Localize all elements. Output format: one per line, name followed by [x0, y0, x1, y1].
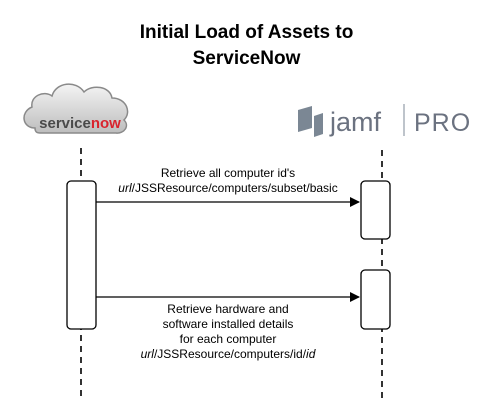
jamf-activation-1: [360, 180, 391, 240]
message-label-1: Retrieve all computer id's url/JSSResour…: [96, 166, 360, 196]
message-2-line-2: software installed details: [162, 317, 294, 331]
jamf-pro-text: PRO: [414, 109, 471, 137]
jamf-pro-logo: jamf PRO: [298, 104, 471, 137]
message-1-url-italic: url: [118, 181, 132, 195]
message-1-line-2: url/JSSResource/computers/subset/basic: [96, 181, 360, 196]
cloud-icon: [23, 83, 129, 134]
message-2-line-1: Retrieve hardware and: [167, 302, 289, 316]
servicenow-logo-service: service: [39, 115, 91, 132]
message-2-path: /JSSResource/computers/id/: [153, 347, 307, 361]
jamf-logo-text: jamf: [329, 107, 382, 137]
title-line-1: Initial Load of Assets to: [139, 22, 354, 43]
message-label-2: Retrieve hardware and software installed…: [96, 302, 360, 362]
servicenow-activation: [66, 180, 97, 330]
diagram-title: Initial Load of Assets to ServiceNow: [0, 20, 493, 72]
servicenow-logo-now: now: [91, 115, 121, 132]
message-2-url-italic: url: [140, 347, 154, 361]
jamf-activation-2: [360, 269, 391, 330]
message-2-line-4: url/JSSResource/computers/id/id: [96, 347, 360, 362]
message-1-line-1: Retrieve all computer id's: [160, 166, 296, 180]
jamf-mark-icon: [298, 106, 323, 137]
title-line-2: ServiceNow: [192, 48, 301, 69]
servicenow-logo: servicenow: [23, 83, 129, 134]
message-2-line-3: for each computer: [179, 332, 277, 346]
message-1-path: /JSSResource/computers/subset/basic: [131, 181, 338, 195]
message-2-id-italic: id: [306, 347, 316, 361]
svg-text:servicenow: servicenow: [39, 115, 121, 132]
